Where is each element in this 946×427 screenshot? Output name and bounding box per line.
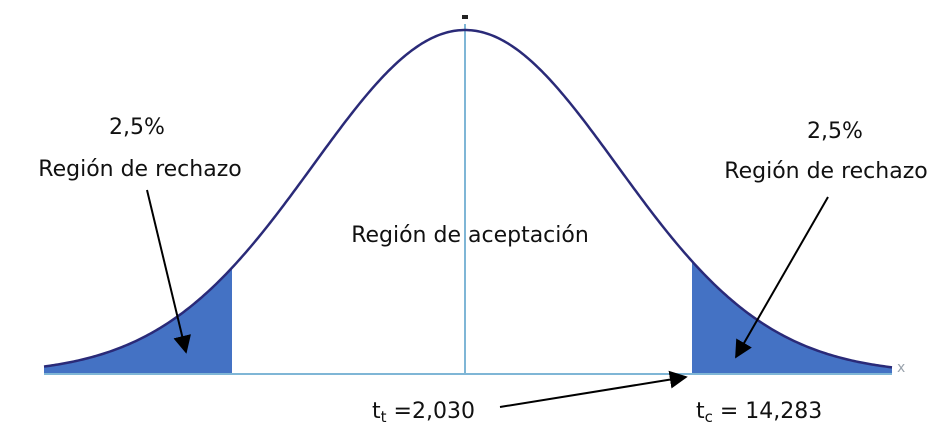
x-axis-label: x [897, 360, 905, 376]
calculated-value-label: tc = 14,283 [696, 399, 822, 426]
critical-value-symbol: t [372, 399, 381, 424]
left-region-arrow [146, 189, 191, 354]
left-rejection-area [44, 267, 232, 374]
critical-value-subscript: t [381, 408, 387, 426]
critical-value-arrow [499, 370, 688, 408]
center-region-label: Región de aceptación [351, 223, 589, 248]
critical-value-label: tt =2,030 [372, 399, 475, 426]
calculated-value-symbol: t [696, 399, 705, 424]
right-percent-label: 2,5% [807, 119, 863, 144]
density-curve [43, 28, 893, 369]
right-rejection-area [692, 261, 892, 374]
right-region-label: Región de rechazo [724, 159, 927, 184]
mean-tick [462, 15, 468, 19]
left-percent-label: 2,5% [109, 115, 165, 140]
right-region-arrow [735, 196, 829, 359]
critical-value-text: =2,030 [387, 399, 475, 424]
left-region-label: Región de rechazo [38, 157, 241, 182]
calculated-value-subscript: c [705, 408, 713, 426]
calculated-value-text: = 14,283 [713, 399, 822, 424]
